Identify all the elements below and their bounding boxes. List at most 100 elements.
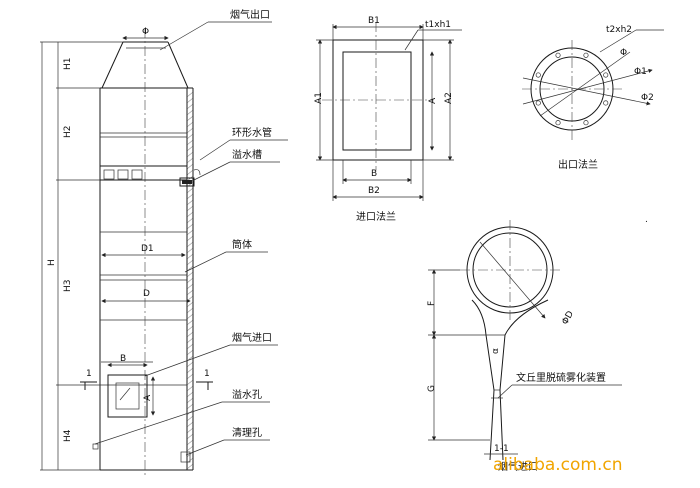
bolt-hole bbox=[555, 120, 561, 126]
venturi-label: 文丘里脱硫雾化装置 bbox=[516, 371, 606, 384]
wall-hatch-line bbox=[186, 379, 194, 386]
d1-label: D1 bbox=[141, 244, 154, 254]
bolt-hole bbox=[603, 72, 609, 78]
wall-hatch-line bbox=[186, 283, 194, 290]
out-t2-label: t2xh2 bbox=[606, 25, 632, 35]
flue-inlet-bottom-label: 烟气进口 bbox=[498, 460, 538, 473]
wall-hatch-line bbox=[186, 427, 194, 434]
f-label: F bbox=[427, 301, 437, 306]
wall-hatch-line bbox=[186, 241, 194, 248]
h4-label: H4 bbox=[63, 429, 73, 442]
inlet-b1-label: B1 bbox=[368, 16, 380, 26]
bolt-hole bbox=[535, 72, 541, 78]
wall-hatch-line bbox=[186, 229, 194, 236]
wall-hatch-line bbox=[186, 145, 194, 152]
dot-mark: . bbox=[645, 215, 648, 225]
wall-hatch-line bbox=[186, 325, 194, 332]
d-label: D bbox=[143, 289, 150, 299]
overflow-hole-label: 溢水孔 bbox=[232, 388, 262, 401]
inlet-a-label: A bbox=[428, 97, 438, 104]
wall-hatch-line bbox=[186, 169, 194, 176]
watermark: alibaba.com.cn bbox=[493, 455, 623, 475]
wall-hatch-line bbox=[186, 133, 194, 140]
inlet-b2-label: B2 bbox=[368, 186, 380, 196]
wall-hatch-line bbox=[186, 403, 194, 410]
bolt-hole bbox=[583, 120, 589, 126]
wall-hatch-line bbox=[186, 259, 194, 266]
phi-d-label: ΦD bbox=[560, 309, 576, 326]
bolt-hole bbox=[583, 52, 589, 58]
wall-hatch-line bbox=[186, 127, 194, 134]
shell-label: 筒体 bbox=[232, 238, 252, 251]
wall-hatch-line bbox=[186, 373, 194, 380]
wall-hatch-line bbox=[186, 313, 194, 320]
wall-hatch-line bbox=[186, 109, 194, 116]
tower-height-dimensions: H1 H2 H3 H4 H bbox=[40, 41, 123, 471]
wall-hatch-line bbox=[186, 439, 194, 446]
wall-hatch-line bbox=[186, 421, 194, 428]
inlet-a2-label: A2 bbox=[444, 92, 454, 104]
wall-hatch-line bbox=[186, 199, 194, 206]
h1-label: H1 bbox=[63, 58, 73, 71]
outlet-flange-view: t2xh2 Φ Φ1 Φ2 出口法兰 bbox=[522, 25, 664, 171]
wall-hatch-line bbox=[186, 343, 194, 350]
wall-hatch-line bbox=[186, 157, 194, 164]
outlet-top-label: 烟气出口 bbox=[230, 8, 270, 21]
wall-hatch-line bbox=[186, 289, 194, 296]
venturi-view: ΦD α F G 文丘里脱硫雾化装置 1-1 烟气进口 bbox=[427, 220, 622, 473]
h3-label: H3 bbox=[63, 280, 73, 293]
wall-hatch-line bbox=[186, 217, 194, 224]
outlet-flange-caption: 出口法兰 bbox=[558, 158, 598, 171]
out-phi1-label: Φ1 bbox=[634, 67, 647, 77]
overflow-tank-label: 溢水槽 bbox=[232, 148, 262, 161]
wall-hatch-line bbox=[186, 277, 194, 284]
wall-hatch-line bbox=[186, 235, 194, 242]
top-phi-label: Φ bbox=[142, 27, 149, 37]
wall-hatch-line bbox=[186, 367, 194, 374]
out-phi2-label: Φ2 bbox=[641, 93, 654, 103]
wall-hatch-line bbox=[186, 415, 194, 422]
wall-hatch-line bbox=[186, 223, 194, 230]
section-1-left: 1 bbox=[86, 369, 92, 379]
wall-hatch-line bbox=[186, 391, 194, 398]
wall-hatch-line bbox=[186, 253, 194, 260]
tower-leaders: 烟气出口 环形水管 溢水槽 筒体 烟气进口 溢水孔 清理孔 bbox=[94, 8, 288, 456]
inlet-flange-caption: 进口法兰 bbox=[356, 210, 396, 223]
wall-hatch-line bbox=[186, 139, 194, 146]
bolt-hole bbox=[555, 52, 561, 58]
wall-hatch-line bbox=[186, 97, 194, 104]
wall-hatch-line bbox=[186, 463, 194, 470]
g-label: G bbox=[427, 385, 437, 392]
wall-hatch-line bbox=[186, 301, 194, 308]
wall-hatch-line bbox=[186, 385, 194, 392]
wall-hatch-line bbox=[186, 163, 194, 170]
wall-hatch-line bbox=[186, 349, 194, 356]
wall-hatch-line bbox=[186, 91, 194, 98]
ring-pipe-label: 环形水管 bbox=[232, 126, 272, 139]
h2-label: H2 bbox=[63, 126, 73, 139]
bolt-hole bbox=[603, 100, 609, 106]
wall-hatch-line bbox=[186, 271, 194, 278]
inlet-b-label: B bbox=[371, 169, 377, 179]
wall-hatch-line bbox=[186, 115, 194, 122]
section-1-1-label: 1-1 bbox=[494, 444, 509, 454]
wall-hatch-line bbox=[186, 337, 194, 344]
wall-hatch-line bbox=[186, 121, 194, 128]
inlet-t1-label: t1xh1 bbox=[425, 20, 451, 30]
inlet-a1-label: A1 bbox=[314, 92, 324, 104]
wall-hatch-line bbox=[186, 319, 194, 326]
h-label: H bbox=[47, 259, 57, 266]
wall-hatch-line bbox=[186, 295, 194, 302]
inlet-flange-view: B1 t1xh1 A1 A A2 B B2 进口法兰 bbox=[314, 16, 462, 223]
wall-hatch-line bbox=[186, 187, 194, 194]
wall-hatch-line bbox=[186, 247, 194, 254]
wall-hatch-line bbox=[186, 331, 194, 338]
flue-inlet-label: 烟气进口 bbox=[232, 331, 272, 344]
wall-hatch-line bbox=[186, 205, 194, 212]
b-small-label: B bbox=[120, 354, 126, 364]
wall-hatch-line bbox=[186, 103, 194, 110]
wall-hatch-line bbox=[186, 433, 194, 440]
wall-hatch-line bbox=[186, 193, 194, 200]
cleanout-hole-label: 清理孔 bbox=[232, 426, 262, 439]
